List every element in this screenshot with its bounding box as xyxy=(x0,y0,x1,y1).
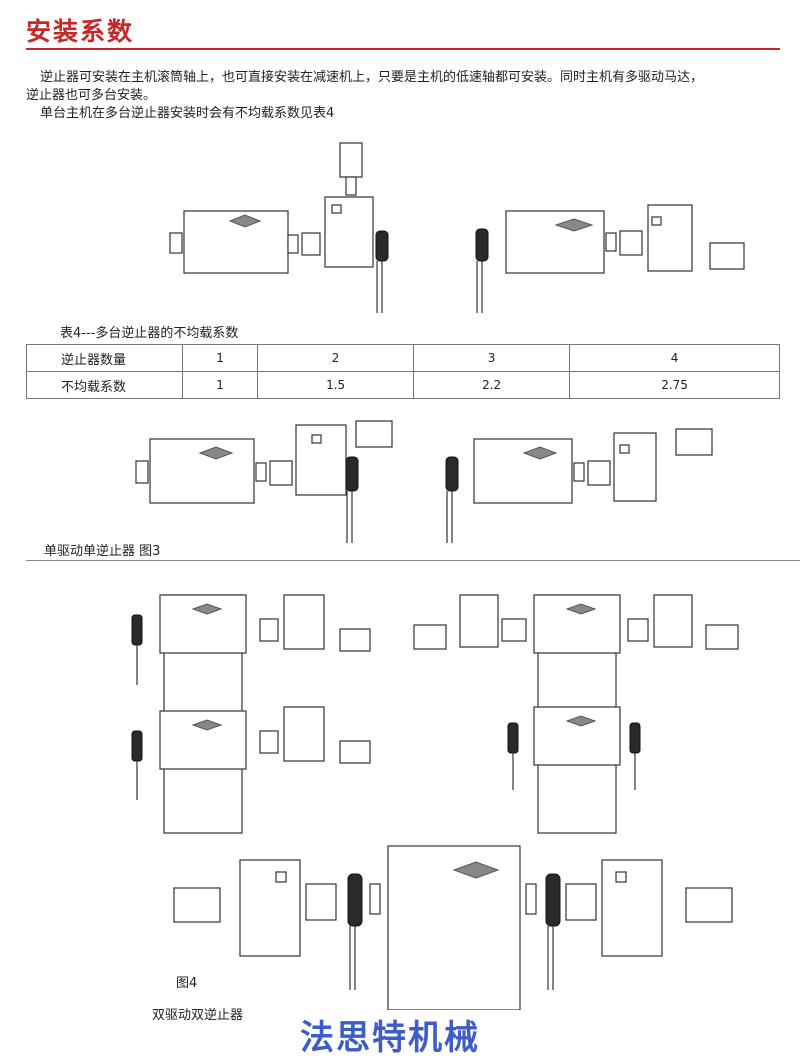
company-watermark: 法思特机械 xyxy=(300,1018,480,1058)
table-caption: 表4---多台逆止器的不均载系数 xyxy=(60,326,239,341)
table-cell: 1 xyxy=(181,344,259,372)
figure-3-diagram xyxy=(135,420,713,543)
intro-line-3: 单台主机在多台逆止器安装时会有不均载系数见表4 xyxy=(40,106,335,121)
table-cell: 2 xyxy=(257,344,415,372)
drum-unit-right xyxy=(475,204,745,313)
intro-line-2: 逆止器也可多台安装。 xyxy=(26,88,157,103)
table-cell: 2.75 xyxy=(569,371,780,399)
row-label-quantity: 逆止器数量 xyxy=(26,344,183,372)
figure-4-diagram xyxy=(173,845,733,1010)
table-cell: 3 xyxy=(413,344,571,372)
double-drive-unit xyxy=(173,845,733,1010)
title-divider xyxy=(26,48,780,50)
stacked-drums-left xyxy=(131,594,371,834)
table-cell: 4 xyxy=(569,344,780,372)
table-cell: 1.5 xyxy=(257,371,415,399)
table-row: 不均载系数 1 1.5 2.2 2.75 xyxy=(26,371,780,399)
figure-4-caption: 双驱动双逆止器 xyxy=(152,1008,244,1023)
figure-3-caption: 单驱动单逆止器 图3 xyxy=(44,544,161,559)
section-divider xyxy=(26,560,800,561)
multi-drive-diagram xyxy=(131,594,739,834)
drum-unit-fig3-right xyxy=(445,428,713,543)
installation-diagram-top xyxy=(169,142,745,313)
page-title: 安装系数 xyxy=(26,17,135,46)
drum-unit-fig3-left xyxy=(135,420,393,543)
drum-unit-left xyxy=(169,142,389,313)
table-cell: 2.2 xyxy=(413,371,571,399)
table-row: 逆止器数量 1 2 3 4 xyxy=(26,344,780,372)
nonuniform-load-table: 逆止器数量 1 2 3 4 不均载系数 1 1.5 2.2 2.75 xyxy=(26,344,780,399)
intro-line-1: 逆止器可安装在主机滚筒轴上，也可直接安装在减速机上，只要是主机的低速轴都可安装。… xyxy=(40,70,704,85)
table-cell: 1 xyxy=(181,371,259,399)
figure-4-label: 图4 xyxy=(176,976,198,991)
stacked-drums-right xyxy=(413,594,739,834)
row-label-coefficient: 不均载系数 xyxy=(26,371,183,399)
